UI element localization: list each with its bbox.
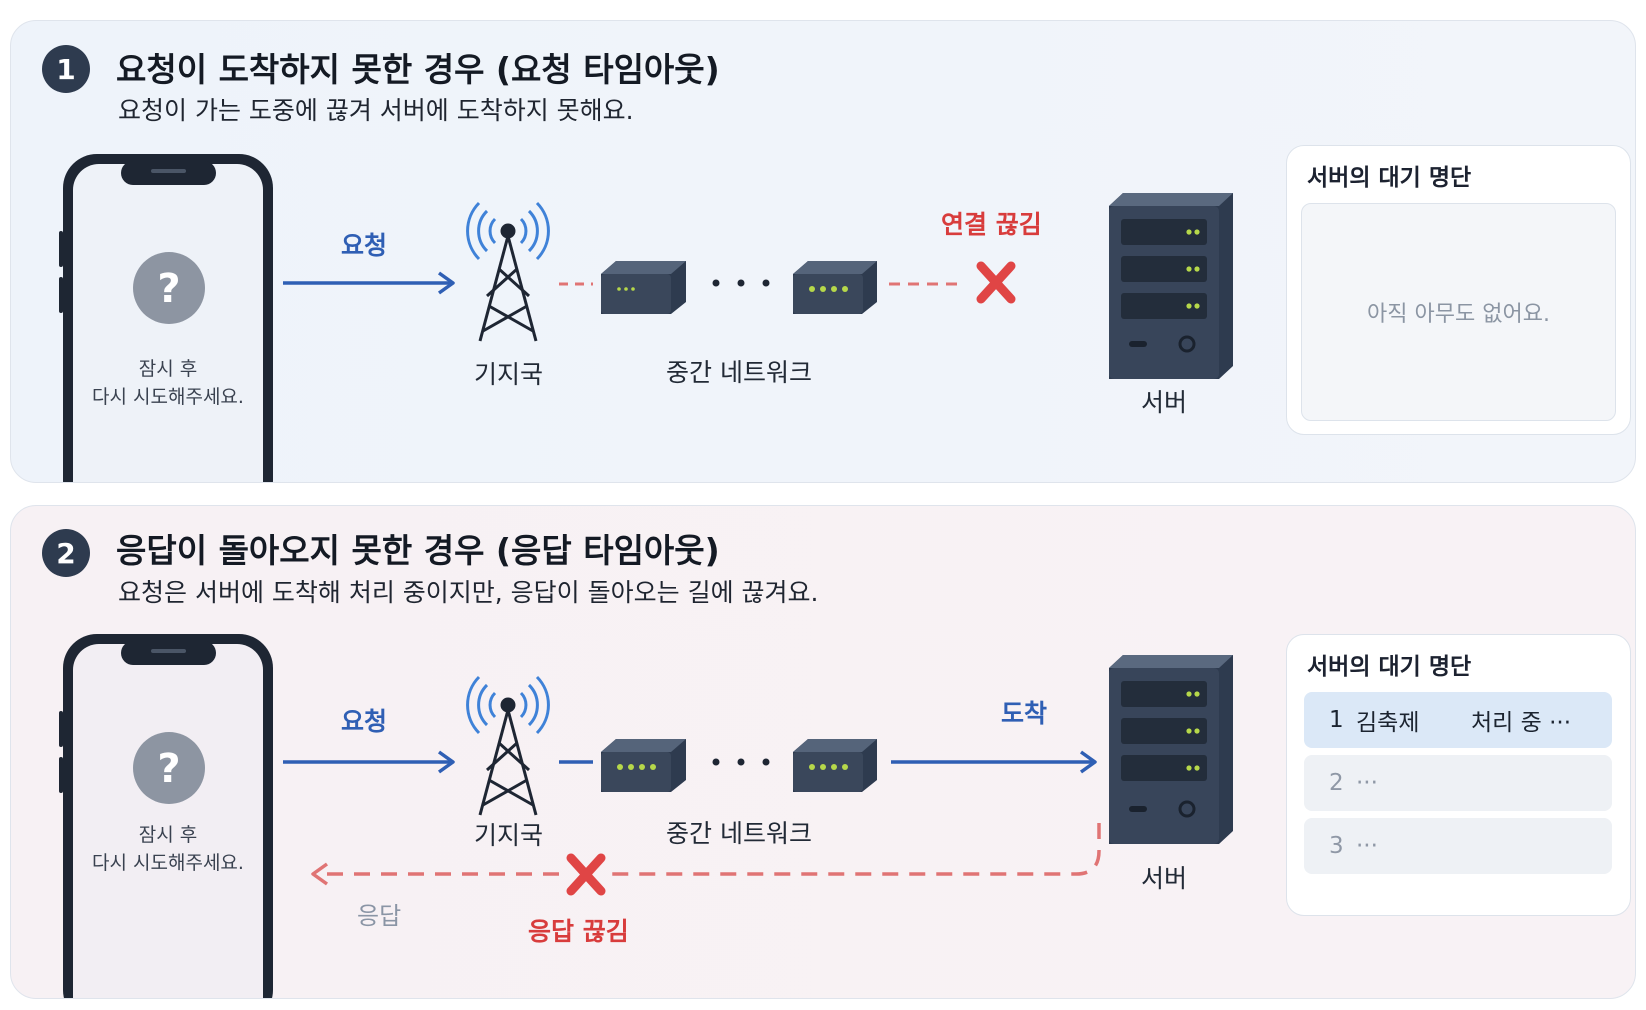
phone-message-line: 다시 시도해주세요. <box>92 386 244 408</box>
response-label: 응답 <box>357 902 402 930</box>
cell-tower-icon <box>466 675 550 816</box>
network-node-icon <box>793 739 877 792</box>
question-icon: ? <box>133 252 205 324</box>
step-number-badge: 1 <box>42 45 90 93</box>
queue-row: 2 ··· <box>1304 755 1612 811</box>
response-timeout-panel: 2 응답이 돌아오지 못한 경우 (응답 타임아웃) 요청은 서버에 도착해 처… <box>10 505 1636 999</box>
network-node-icon <box>793 261 877 314</box>
request-label: 요청 <box>341 231 388 260</box>
arrive-label: 도착 <box>1001 699 1048 728</box>
section-title: 응답이 돌아오지 못한 경우 (응답 타임아웃) <box>116 531 720 570</box>
phone-icon <box>59 634 273 998</box>
section-subtitle: 요청은 서버에 도착해 처리 중이지만, 응답이 돌아오는 길에 끊겨요. <box>118 578 819 607</box>
request-arrow <box>283 271 455 295</box>
cut-label: 응답 끊김 <box>528 917 629 946</box>
request-label: 요청 <box>341 707 388 736</box>
section-title: 요청이 도착하지 못한 경우 (요청 타임아웃) <box>116 50 720 89</box>
queue-row-number: 2 <box>1329 770 1344 796</box>
question-icon: ? <box>133 732 205 804</box>
queue-row-number: 3 <box>1329 833 1344 859</box>
tower-label: 기지국 <box>474 360 544 389</box>
server-queue-panel: 서버의 대기 명단 1 김축제 처리 중 ··· 2 ··· 3 ··· <box>1286 634 1631 916</box>
queue-title: 서버의 대기 명단 <box>1307 165 1472 191</box>
phone-message: 잠시 후 다시 시도해주세요. <box>73 355 263 411</box>
server-label: 서버 <box>1141 388 1188 417</box>
queue-row: 1 김축제 처리 중 ··· <box>1304 692 1612 748</box>
phone-message-line: 다시 시도해주세요. <box>92 852 244 874</box>
queue-empty-state: 아직 아무도 없어요. <box>1301 203 1616 421</box>
queue-row-name: 김축제 <box>1356 710 1420 736</box>
queue-title: 서버의 대기 명단 <box>1307 654 1472 680</box>
arrive-arrow <box>891 750 1097 774</box>
network-label: 중간 네트워크 <box>666 819 812 848</box>
arrow-icon <box>311 862 329 886</box>
tower-label: 기지국 <box>474 821 544 850</box>
cut-label: 연결 끊김 <box>941 210 1042 239</box>
request-timeout-diagram: ? <box>59 154 1233 482</box>
cross-icon <box>566 853 606 896</box>
ellipsis-icon <box>712 279 770 287</box>
response-path <box>611 823 1101 876</box>
response-timeout-diagram: ? <box>59 634 1233 998</box>
server-queue-panel: 서버의 대기 명단 아직 아무도 없어요. <box>1286 145 1631 435</box>
network-node-icon <box>601 261 686 314</box>
svg-text:?: ? <box>157 266 180 312</box>
queue-row-number: 1 <box>1329 707 1344 733</box>
phone-message-line: 잠시 후 <box>138 824 198 846</box>
ellipsis-icon <box>712 758 770 766</box>
queue-row-status: 처리 중 ··· <box>1471 710 1572 736</box>
request-arrow <box>283 750 455 774</box>
queue-row-name: ··· <box>1356 770 1378 796</box>
section-subtitle: 요청이 가는 도중에 끊겨 서버에 도착하지 못해요. <box>118 96 634 125</box>
server-icon <box>1109 655 1233 844</box>
request-timeout-panel: 1 요청이 도착하지 못한 경우 (요청 타임아웃) 요청이 가는 도중에 끊겨… <box>10 20 1636 483</box>
server-icon <box>1109 193 1233 379</box>
network-label: 중간 네트워크 <box>666 358 812 387</box>
server-label: 서버 <box>1141 864 1188 893</box>
queue-row: 3 ··· <box>1304 818 1612 874</box>
svg-text:?: ? <box>157 746 180 792</box>
cross-icon <box>976 261 1016 304</box>
phone-message-line: 잠시 후 <box>138 358 198 380</box>
step-number-badge: 2 <box>42 529 90 577</box>
network-node-icon <box>601 739 686 792</box>
cell-tower-icon <box>466 201 550 342</box>
queue-row-name: ··· <box>1356 833 1378 859</box>
phone-message: 잠시 후 다시 시도해주세요. <box>73 821 263 877</box>
